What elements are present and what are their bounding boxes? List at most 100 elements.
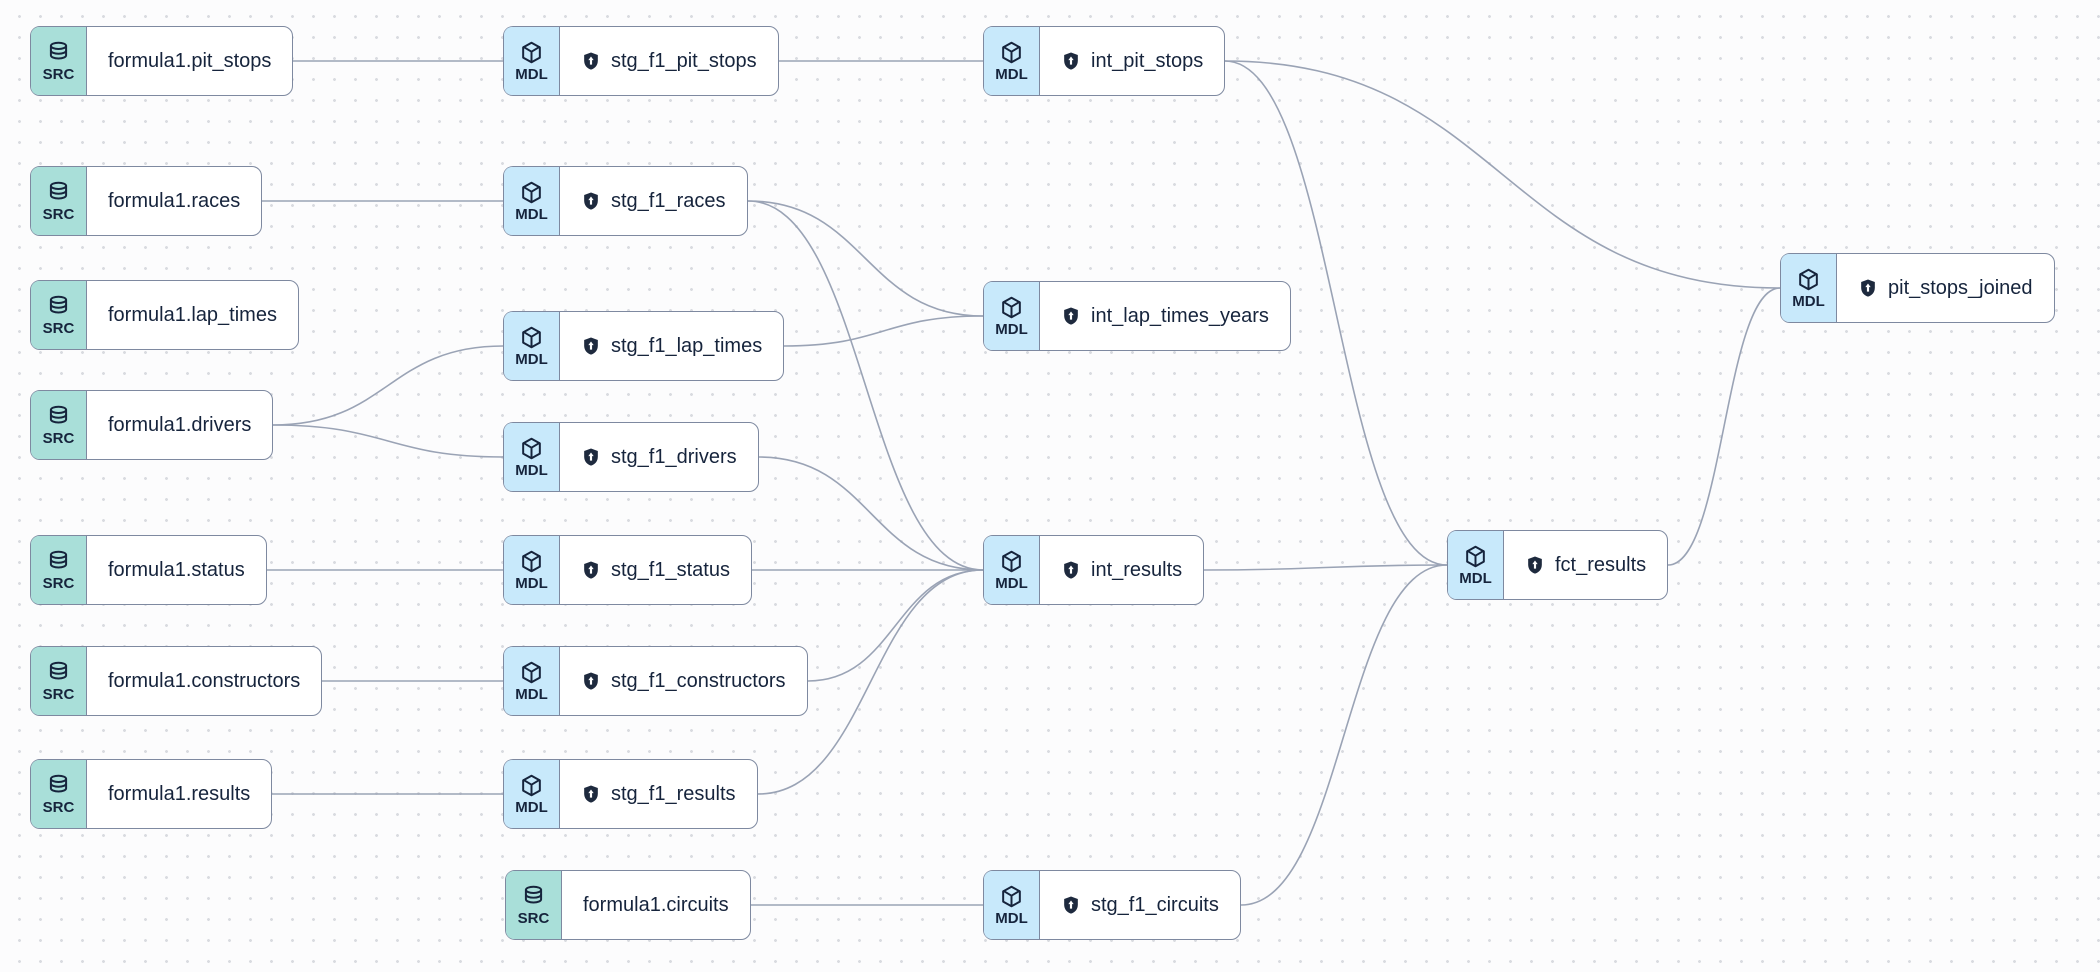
node-body: stg_f1_circuits bbox=[1040, 871, 1240, 939]
edge-int_pit_stops-to-pit_stops_joined bbox=[1224, 60, 1781, 289]
node-label: fct_results bbox=[1555, 553, 1647, 576]
edge-int_pit_stops-to-fct_results bbox=[1224, 60, 1448, 566]
shield-icon bbox=[581, 784, 601, 804]
node-type-label: MDL bbox=[1792, 292, 1825, 310]
edge-stg_f1_constructors-to-int_results bbox=[807, 569, 984, 682]
node-label: int_pit_stops bbox=[1091, 49, 1204, 72]
node-stg_f1_drivers[interactable]: MDL stg_f1_drivers bbox=[503, 422, 759, 492]
node-type-badge: MDL bbox=[984, 27, 1040, 95]
node-label: stg_f1_circuits bbox=[1091, 893, 1219, 916]
node-pit_stops_joined[interactable]: MDL pit_stops_joined bbox=[1780, 253, 2055, 323]
shield-icon bbox=[581, 671, 601, 691]
edge-stg_f1_results-to-int_results bbox=[757, 569, 984, 795]
node-type-badge: SRC bbox=[31, 167, 87, 235]
model-cube-icon bbox=[519, 325, 544, 350]
node-stg_f1_lap_times[interactable]: MDL stg_f1_lap_times bbox=[503, 311, 785, 381]
node-label: formula1.results bbox=[108, 782, 251, 805]
model-cube-icon bbox=[519, 180, 544, 205]
node-type-label: SRC bbox=[42, 574, 75, 592]
node-type-label: SRC bbox=[42, 685, 75, 703]
node-body: formula1.status bbox=[87, 536, 266, 604]
node-body: stg_f1_results bbox=[560, 760, 757, 828]
node-formula1.results[interactable]: SRC formula1.results bbox=[30, 759, 273, 829]
node-type-label: MDL bbox=[515, 65, 548, 83]
node-formula1.races[interactable]: SRC formula1.races bbox=[30, 166, 263, 236]
model-cube-icon bbox=[999, 40, 1024, 65]
node-type-badge: SRC bbox=[31, 760, 87, 828]
node-label: stg_f1_status bbox=[611, 558, 730, 581]
edge-stg_f1_lap_times-to-int_lap_times_years bbox=[783, 315, 984, 347]
database-icon bbox=[46, 40, 71, 65]
node-int_lap_times_years[interactable]: MDL int_lap_times_years bbox=[983, 281, 1291, 351]
node-int_pit_stops[interactable]: MDL int_pit_stops bbox=[983, 26, 1226, 96]
model-cube-icon bbox=[999, 295, 1024, 320]
node-label: formula1.races bbox=[108, 189, 241, 212]
node-type-badge: SRC bbox=[31, 647, 87, 715]
node-type-badge: SRC bbox=[31, 27, 87, 95]
edge-formula1.drivers-to-stg_f1_drivers bbox=[272, 424, 504, 458]
node-body: pit_stops_joined bbox=[1837, 254, 2054, 322]
node-body: formula1.drivers bbox=[87, 391, 272, 459]
node-int_results[interactable]: MDL int_results bbox=[983, 535, 1205, 605]
node-label: stg_f1_lap_times bbox=[611, 334, 763, 357]
node-type-label: MDL bbox=[515, 574, 548, 592]
model-cube-icon bbox=[519, 773, 544, 798]
node-type-label: SRC bbox=[42, 429, 75, 447]
node-stg_f1_pit_stops[interactable]: MDL stg_f1_pit_stops bbox=[503, 26, 779, 96]
database-icon bbox=[521, 884, 546, 909]
node-formula1.constructors[interactable]: SRC formula1.constructors bbox=[30, 646, 323, 716]
node-type-label: SRC bbox=[42, 798, 75, 816]
node-body: formula1.circuits bbox=[562, 871, 750, 939]
shield-icon bbox=[581, 336, 601, 356]
node-formula1.status[interactable]: SRC formula1.status bbox=[30, 535, 267, 605]
node-type-badge: MDL bbox=[984, 871, 1040, 939]
node-type-label: MDL bbox=[515, 205, 548, 223]
database-icon bbox=[46, 773, 71, 798]
node-formula1.lap_times[interactable]: SRC formula1.lap_times bbox=[30, 280, 299, 350]
node-body: int_results bbox=[1040, 536, 1203, 604]
shield-icon bbox=[581, 191, 601, 211]
edge-stg_f1_drivers-to-int_results bbox=[758, 456, 984, 571]
node-stg_f1_constructors[interactable]: MDL stg_f1_constructors bbox=[503, 646, 808, 716]
node-type-label: MDL bbox=[515, 461, 548, 479]
model-cube-icon bbox=[519, 660, 544, 685]
database-icon bbox=[46, 404, 71, 429]
node-type-badge: MDL bbox=[984, 282, 1040, 350]
node-type-label: SRC bbox=[517, 909, 550, 927]
node-formula1.drivers[interactable]: SRC formula1.drivers bbox=[30, 390, 274, 460]
shield-icon bbox=[1061, 895, 1081, 915]
node-type-badge: MDL bbox=[504, 760, 560, 828]
node-type-badge: SRC bbox=[31, 391, 87, 459]
node-label: formula1.drivers bbox=[108, 413, 252, 436]
node-type-badge: MDL bbox=[984, 536, 1040, 604]
database-icon bbox=[46, 294, 71, 319]
shield-icon bbox=[1061, 306, 1081, 326]
node-label: stg_f1_pit_stops bbox=[611, 49, 757, 72]
node-body: stg_f1_constructors bbox=[560, 647, 807, 715]
node-type-label: MDL bbox=[995, 909, 1028, 927]
model-cube-icon bbox=[519, 40, 544, 65]
node-stg_f1_status[interactable]: MDL stg_f1_status bbox=[503, 535, 752, 605]
node-formula1.pit_stops[interactable]: SRC formula1.pit_stops bbox=[30, 26, 294, 96]
node-body: formula1.races bbox=[87, 167, 261, 235]
node-fct_results[interactable]: MDL fct_results bbox=[1447, 530, 1669, 600]
node-stg_f1_results[interactable]: MDL stg_f1_results bbox=[503, 759, 758, 829]
edge-stg_f1_races-to-int_results bbox=[747, 200, 984, 571]
node-formula1.circuits[interactable]: SRC formula1.circuits bbox=[505, 870, 751, 940]
node-type-label: SRC bbox=[42, 319, 75, 337]
node-stg_f1_circuits[interactable]: MDL stg_f1_circuits bbox=[983, 870, 1241, 940]
node-type-label: MDL bbox=[995, 65, 1028, 83]
database-icon bbox=[46, 549, 71, 574]
node-type-badge: MDL bbox=[1448, 531, 1504, 599]
shield-icon bbox=[1061, 51, 1081, 71]
model-cube-icon bbox=[999, 884, 1024, 909]
node-type-label: MDL bbox=[995, 320, 1028, 338]
edge-fct_results-to-pit_stops_joined bbox=[1667, 287, 1781, 566]
model-cube-icon bbox=[1796, 267, 1821, 292]
node-body: int_pit_stops bbox=[1040, 27, 1224, 95]
node-type-label: SRC bbox=[42, 205, 75, 223]
database-icon bbox=[46, 180, 71, 205]
node-stg_f1_races[interactable]: MDL stg_f1_races bbox=[503, 166, 748, 236]
